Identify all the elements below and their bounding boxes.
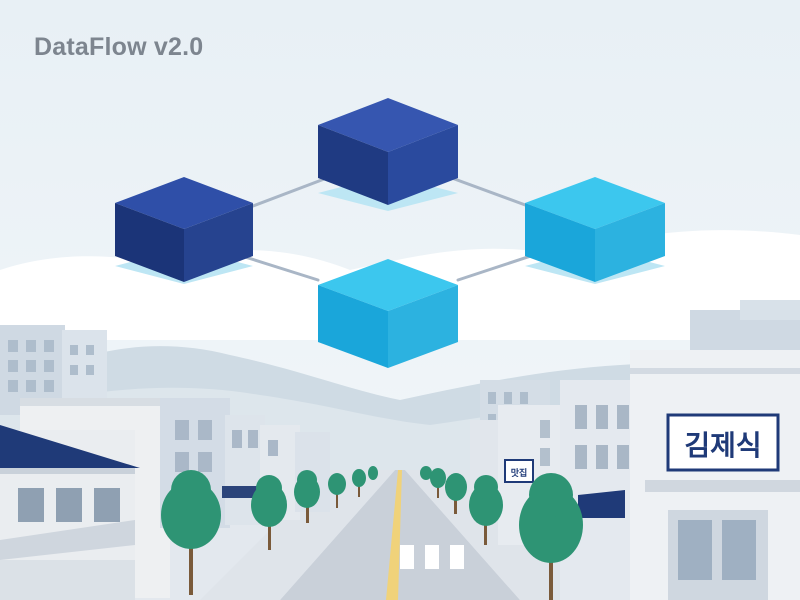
app-title: DataFlow v2.0 (34, 33, 204, 61)
buildings-right (470, 350, 800, 600)
trees (161, 466, 583, 600)
shop-sign-small: 맛집 (511, 467, 528, 479)
node-left (115, 177, 253, 282)
node-bottom (318, 259, 458, 368)
buildings-left (0, 398, 330, 600)
shop-sign-large: 김제식 (684, 429, 761, 462)
node-right (525, 177, 665, 282)
crosswalk (400, 545, 464, 569)
node-top (318, 98, 458, 205)
